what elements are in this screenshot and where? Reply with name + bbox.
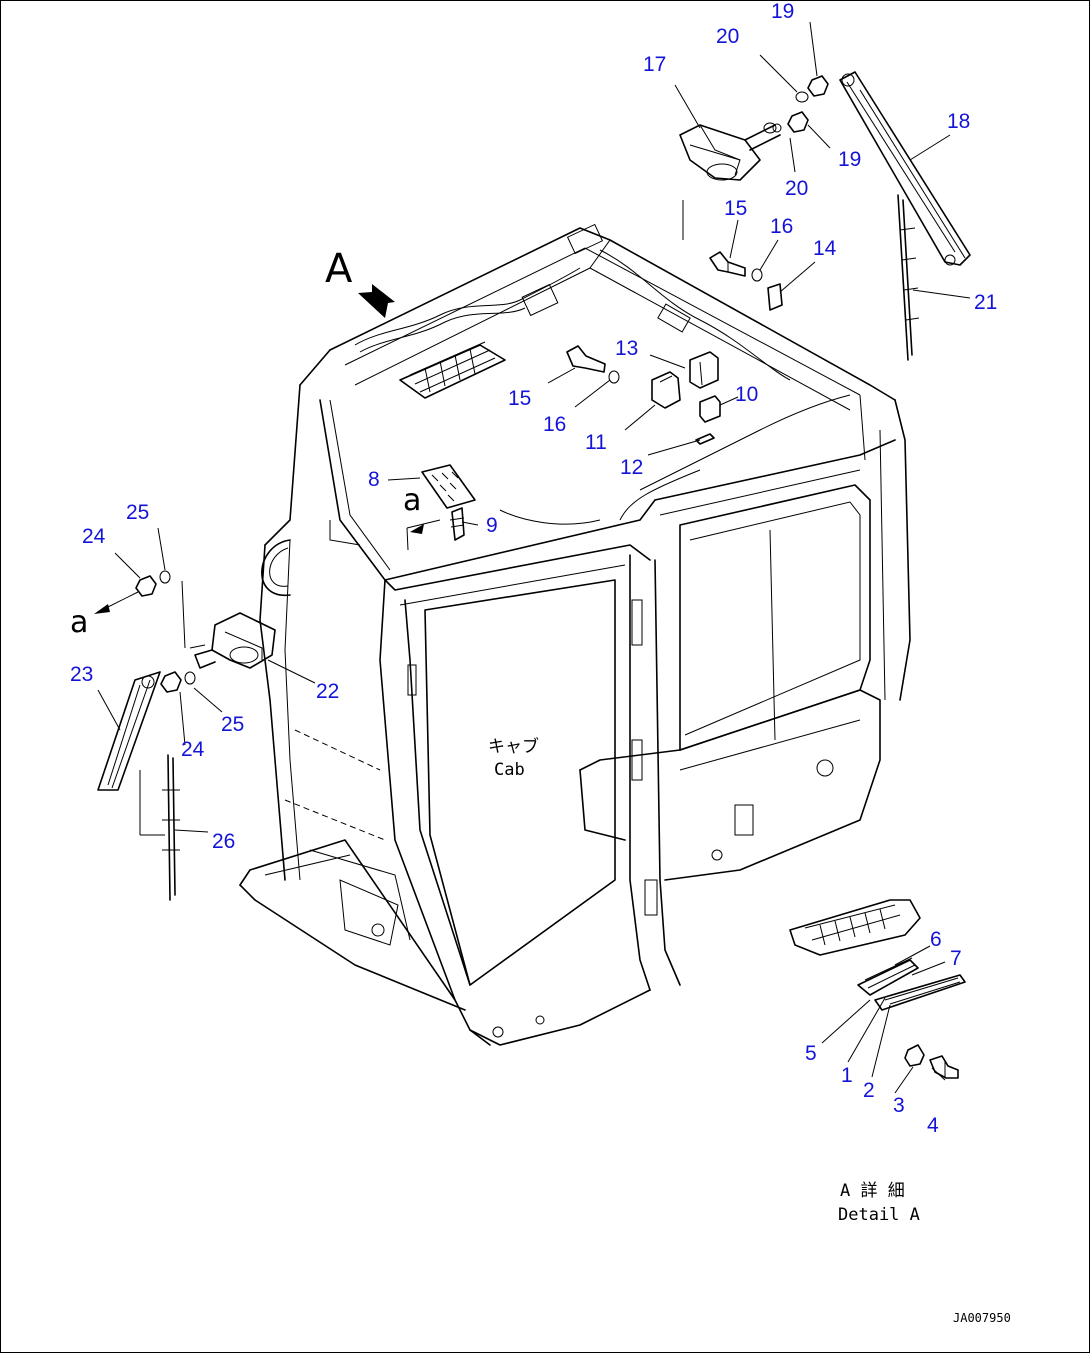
wiper-motor-17 [679, 123, 782, 240]
callout-15-center: 15 [508, 387, 531, 410]
callout-22: 22 [316, 680, 339, 703]
detail-label-en: Detail A [838, 1205, 920, 1225]
roof-harness [329, 223, 851, 546]
callout-16-upper: 16 [770, 215, 793, 238]
callout-19-lower: 19 [838, 148, 861, 171]
callout-8: 8 [368, 468, 380, 491]
callout-21: 21 [974, 291, 997, 314]
wiper-arm-23 [97, 671, 161, 791]
callout-18: 18 [947, 110, 970, 133]
callout-3: 3 [893, 1094, 905, 1117]
callout-16-center: 16 [543, 413, 566, 436]
callout-4: 4 [927, 1114, 939, 1137]
cab-label-en: Cab [494, 760, 525, 780]
callout-2: 2 [863, 1079, 875, 1102]
callout-26: 26 [212, 830, 235, 853]
callout-labels: 1 2 3 4 5 6 7 8 9 10 11 12 13 14 15 15 1… [70, 0, 997, 1137]
callout-23: 23 [70, 663, 93, 686]
callout-9: 9 [486, 514, 498, 537]
bolt-washer-clip-upper [709, 251, 783, 311]
nuts-washers-top [763, 75, 829, 134]
callout-19-top: 19 [771, 0, 794, 23]
callout-6: 6 [930, 928, 942, 951]
callout-20-lower: 20 [785, 177, 808, 200]
callout-24-upper: 24 [82, 525, 106, 548]
callout-25-lower: 25 [221, 713, 244, 736]
callout-7: 7 [950, 947, 962, 970]
detail-label-jp: A 詳 細 [840, 1181, 905, 1201]
callout-10: 10 [735, 383, 758, 406]
section-marker-upper: a [403, 483, 421, 518]
callout-25-upper: 25 [126, 501, 149, 524]
switch-plate-8-screw-9 [421, 464, 476, 541]
view-a-marker: A [325, 246, 353, 292]
leader-lines [97, 21, 971, 1094]
view-a-arrow: A [325, 246, 395, 318]
callout-20-top: 20 [716, 25, 739, 48]
wiper-blade-21 [897, 194, 920, 361]
callout-15-upper: 15 [724, 197, 747, 220]
wiper-blade-26 [162, 754, 180, 901]
relay-parts-center [566, 345, 721, 445]
callout-17: 17 [643, 53, 666, 76]
callout-14: 14 [813, 237, 837, 260]
callout-13: 13 [615, 337, 638, 360]
cab-frame [239, 227, 911, 1046]
wiper-motor-22 [189, 612, 276, 669]
callout-1: 1 [841, 1064, 853, 1087]
section-a-markers: a a [70, 483, 441, 640]
nuts-washers-left [135, 570, 196, 693]
callout-5: 5 [805, 1042, 817, 1065]
roof-lamp [399, 341, 506, 399]
wiper-arm-18 [839, 71, 971, 266]
callout-12: 12 [620, 456, 643, 479]
callout-24-lower: 24 [181, 738, 205, 761]
cab-label-jp: キャブ [488, 736, 539, 757]
section-marker-lower: a [70, 605, 88, 640]
callout-11: 11 [585, 431, 607, 454]
drawing-code: JA007950 [953, 1311, 1011, 1325]
text-labels: キャブ Cab A 詳 細 Detail A JA007950 [488, 736, 1011, 1325]
